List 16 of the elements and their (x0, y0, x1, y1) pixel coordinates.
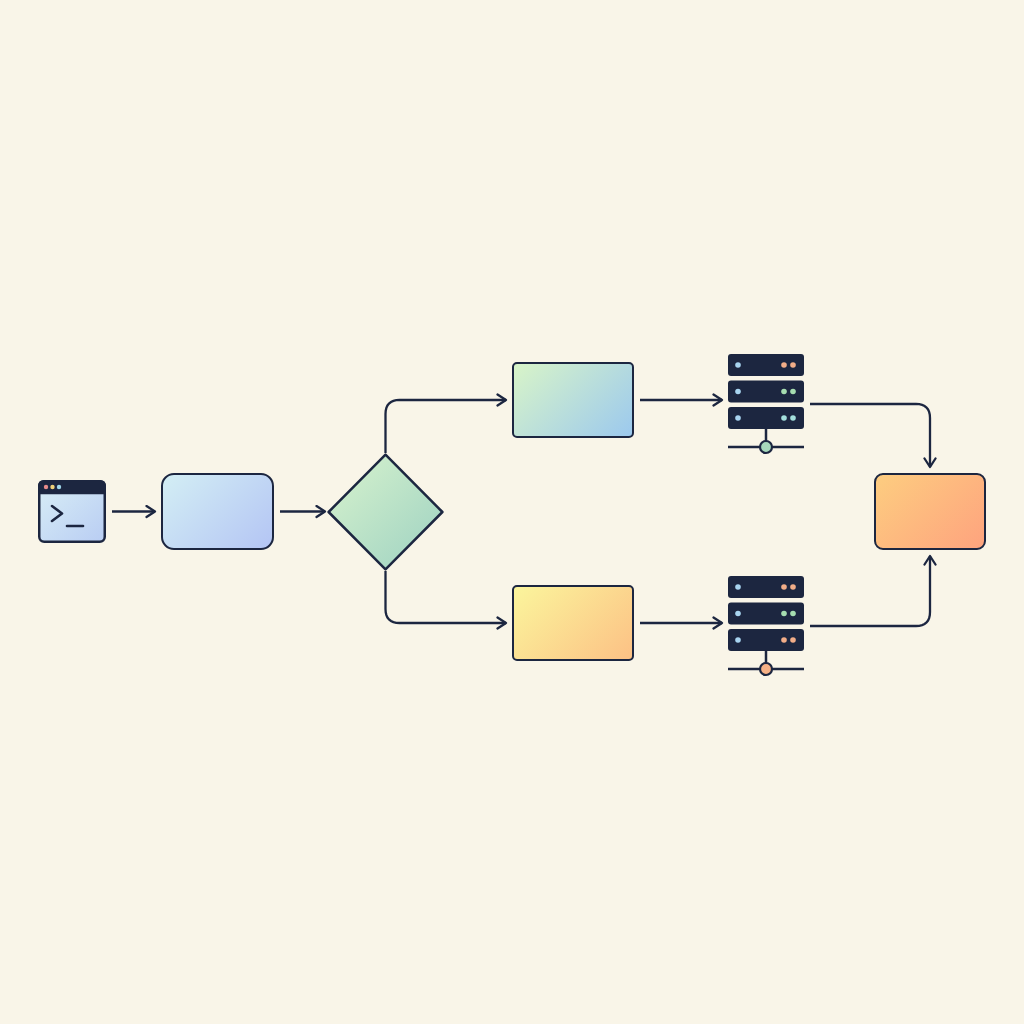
process-box (512, 585, 634, 661)
server-rack-icon (728, 354, 804, 454)
arrow (640, 393, 724, 407)
arrow (280, 504, 327, 519)
decision-diamond (327, 453, 444, 571)
server-rack-icon (728, 576, 804, 676)
arrow (384, 571, 508, 630)
terminal-window-icon (38, 480, 106, 543)
arrow (384, 393, 508, 453)
process-box (874, 473, 986, 550)
arrow (112, 504, 157, 519)
process-box (161, 473, 274, 550)
arrow (640, 616, 724, 630)
arrow (810, 554, 937, 628)
arrow (810, 402, 937, 469)
process-box (512, 362, 634, 438)
